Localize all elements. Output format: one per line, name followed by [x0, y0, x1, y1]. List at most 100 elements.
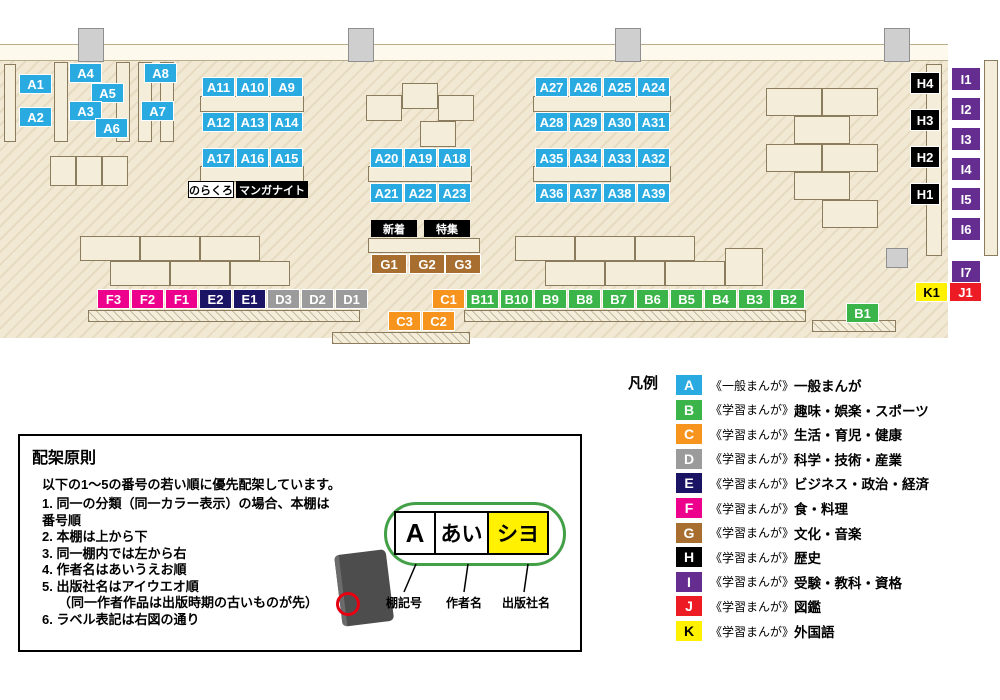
- legend-letter-C: C: [676, 424, 702, 445]
- shelf-run: [464, 310, 806, 322]
- shelf-label-A2: A2: [19, 107, 52, 127]
- shelf-label-A39: A39: [637, 183, 670, 203]
- shelf: [766, 144, 822, 172]
- legend-category: ビジネス・政治・経済: [794, 477, 930, 493]
- legend-type-label: 《学習まんが》: [710, 403, 795, 418]
- shelf: [605, 261, 665, 286]
- shelf-label-A12: A12: [202, 112, 235, 132]
- shelf-label-A14: A14: [270, 112, 303, 132]
- shelf-label-B4: B4: [704, 289, 737, 309]
- shelf-label-A18: A18: [438, 148, 471, 168]
- principles-item: （同一作者作品は出版時期の古いものが先）: [58, 595, 319, 610]
- shelf-label-A31: A31: [637, 112, 670, 132]
- map-tag: 新着: [371, 220, 417, 237]
- shelf-label-B5: B5: [670, 289, 703, 309]
- shelf: [230, 261, 290, 286]
- legend-row: I《学習まんが》受験・教科・資格: [676, 571, 902, 593]
- shelf: [80, 236, 140, 261]
- pillar: [615, 28, 641, 62]
- pillar: [886, 248, 908, 268]
- shelf-label-A35: A35: [535, 148, 568, 168]
- shelf: [402, 83, 438, 109]
- leader-lines-icon: [403, 563, 529, 593]
- shelf-label-E2: E2: [199, 289, 232, 309]
- diagram-outline: [384, 502, 566, 566]
- shelf-label-A21: A21: [370, 183, 403, 203]
- shelf-label-B10: B10: [500, 289, 533, 309]
- wall: [0, 44, 948, 61]
- shelf: [170, 261, 230, 286]
- legend-row: A《一般まんが》一般まんが: [676, 374, 862, 396]
- legend-type-label: 《一般まんが》: [710, 378, 795, 393]
- shelf-label-I6: I6: [951, 217, 981, 241]
- shelf-label-A25: A25: [603, 77, 636, 97]
- legend-type-label: 《学習まんが》: [710, 624, 795, 639]
- shelf-label-A27: A27: [535, 77, 568, 97]
- shelf-label-A28: A28: [535, 112, 568, 132]
- shelf-label-H4: H4: [910, 72, 940, 94]
- shelf: [200, 96, 304, 112]
- legend-type-label: 《学習まんが》: [710, 427, 795, 442]
- shelf-label-J1: J1: [949, 282, 982, 302]
- legend-letter-A: A: [676, 375, 702, 395]
- principles-item: 1. 同一の分類（同一カラー表示）の場合、本棚は番号順: [42, 496, 330, 528]
- legend-row: G《学習まんが》文化・音楽: [676, 522, 862, 544]
- legend-category: 生活・育児・健康: [794, 428, 903, 444]
- shelf: [140, 236, 200, 261]
- legend-letter-G: G: [676, 522, 702, 543]
- principles-item: 2. 本棚は上から下: [42, 529, 148, 544]
- shelf-label-H1: H1: [910, 183, 940, 205]
- legend-category: 食・料理: [794, 502, 849, 517]
- shelf-label-I2: I2: [951, 97, 981, 121]
- shelf: [110, 261, 170, 286]
- shelf-label-A11: A11: [202, 77, 235, 97]
- shelf-label-I4: I4: [951, 157, 981, 181]
- shelf-label-C2: C2: [422, 311, 455, 331]
- legend-type-label: 《学習まんが》: [710, 550, 795, 565]
- shelf-label-A36: A36: [535, 183, 568, 203]
- shelf-run: [332, 332, 470, 344]
- shelf-label-A30: A30: [603, 112, 636, 132]
- shelf-label-A16: A16: [236, 148, 269, 168]
- shelf-label-A6: A6: [95, 118, 128, 138]
- shelf: [822, 88, 878, 116]
- shelf: [635, 236, 695, 261]
- shelf-label-H3: H3: [910, 109, 940, 131]
- shelf: [665, 261, 725, 286]
- shelf-label-A17: A17: [202, 148, 235, 168]
- principles-item: 4. 作者名はあいうえお順: [42, 562, 187, 577]
- shelf: [515, 236, 575, 261]
- shelf-run: [88, 310, 360, 322]
- shelf: [420, 121, 456, 147]
- legend-category: 文化・音楽: [794, 526, 862, 542]
- legend-row: F《学習まんが》食・料理: [676, 497, 848, 519]
- shelf-label-A8: A8: [144, 63, 177, 83]
- shelf: [533, 96, 671, 112]
- shelf: [4, 64, 16, 142]
- shelf-label-A7: A7: [141, 101, 174, 121]
- principles-item: 5. 出版社名はアイウエオ順: [42, 578, 199, 594]
- principles-intro: 以下の1〜5の番号の若い順に優先配架しています。: [42, 477, 341, 492]
- shelf-label-A19: A19: [404, 148, 437, 168]
- label-caption: 棚記号: [386, 596, 423, 610]
- shelf-label-B9: B9: [534, 289, 567, 309]
- shelf-label-B6: B6: [636, 289, 669, 309]
- shelf-label-A10: A10: [236, 77, 269, 97]
- legend-row: C 《学習まんが》生活・育児・健康: [676, 423, 902, 445]
- principles-item: 3. 同一棚内では左から右: [42, 545, 187, 561]
- pillar: [78, 28, 104, 62]
- shelf-label-I1: I1: [951, 67, 981, 91]
- shelf: [438, 95, 474, 121]
- shelf: [366, 95, 402, 121]
- shelf: [725, 248, 763, 286]
- shelf: [368, 166, 472, 182]
- shelf-label-A26: A26: [569, 77, 602, 97]
- shelf: [200, 166, 304, 182]
- shelf-label-I3: I3: [951, 127, 981, 151]
- shelf-label-A15: A15: [270, 148, 303, 168]
- legend-row: D《学習まんが》科学・技術・産業: [676, 448, 902, 470]
